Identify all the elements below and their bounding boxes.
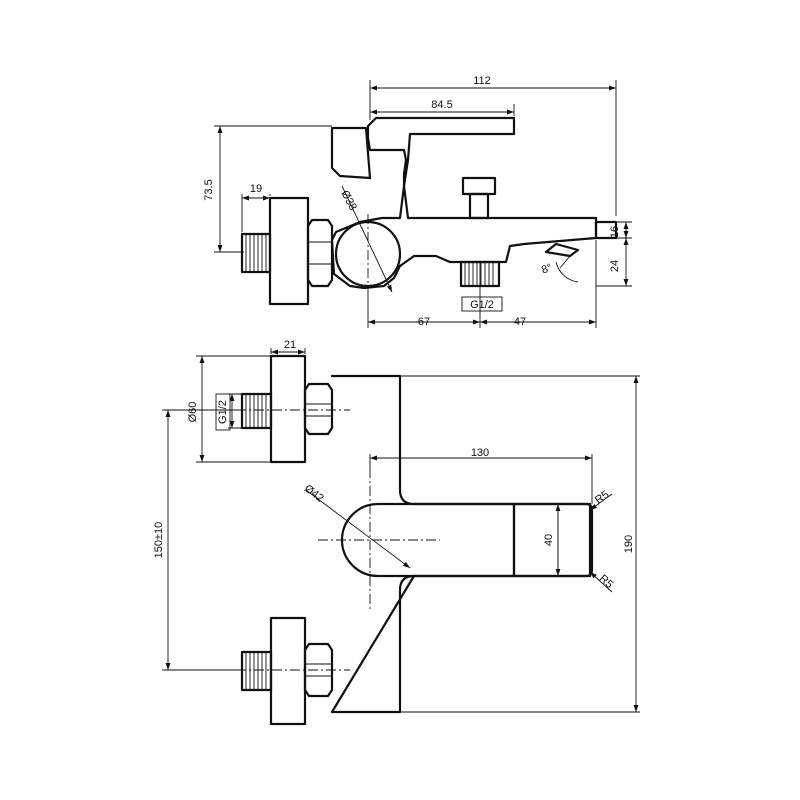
dim-wall-nut: 19 [250, 183, 262, 195]
dim-radius-top: R5 [593, 489, 611, 507]
dim-lever-width: 40 [543, 534, 555, 546]
wall-flange-side [240, 196, 310, 306]
dim-radius-bottom: R5 [597, 573, 615, 591]
dim-flange-depth: 21 [284, 339, 296, 351]
top-dimensions [162, 348, 640, 713]
dim-lever-reach: 130 [471, 447, 489, 459]
union-nut-side [306, 218, 334, 288]
side-view: 112 84.5 73.5 19 Ø38 16 24 8° G1/2 67 47 [203, 75, 632, 328]
spout-end-side [544, 220, 618, 283]
dim-left-to-outlet: 67 [418, 316, 430, 328]
diverter-knob [461, 176, 497, 220]
dim-overall-length: 112 [473, 75, 491, 87]
dim-spout-drop: 24 [609, 260, 621, 272]
dim-flange-dia: Ø60 [187, 402, 199, 423]
wall-flange-top-lower [236, 616, 350, 726]
top-view: 21 Ø60 G1/2 150±10 130 Ø42 R5 R5 40 190 [153, 339, 640, 726]
dim-outlet-to-end: 47 [514, 316, 526, 328]
wall-flange-top-upper [236, 354, 350, 464]
faucet-body-side [330, 116, 598, 290]
dim-spout-thickness: 16 [609, 226, 621, 238]
dim-center-distance: 150±10 [153, 522, 165, 559]
dim-height: 73.5 [203, 179, 215, 200]
dim-body-dia: Ø38 [338, 189, 358, 213]
dim-outlet-thread: G1/2 [470, 299, 494, 311]
dim-cartridge-dia: Ø42 [302, 483, 326, 505]
dim-angle: 8° [540, 262, 554, 277]
faucet-body-top [330, 374, 416, 714]
dim-inlet-thread: G1/2 [217, 400, 229, 424]
lever-handle-top [340, 502, 594, 578]
side-dimensions [214, 80, 632, 328]
dim-body-length: 190 [623, 535, 635, 553]
lever-handle-side [330, 126, 372, 180]
dim-lever-length: 84.5 [431, 99, 452, 111]
